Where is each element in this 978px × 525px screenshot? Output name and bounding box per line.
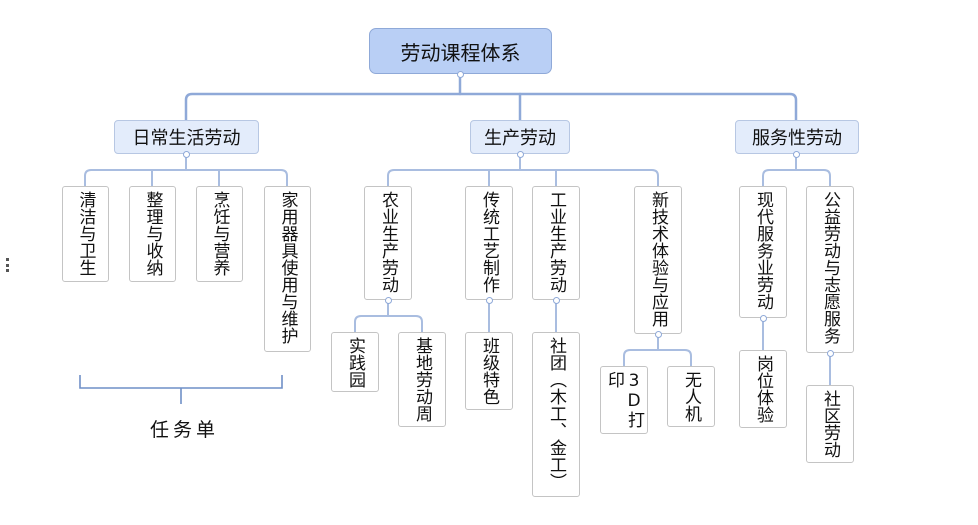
leaf-label: 社团（木工、金工） xyxy=(546,337,566,490)
leaf-label: 基地劳动周 xyxy=(412,337,432,422)
leaf-cooking[interactable]: 烹饪与营养 xyxy=(196,186,243,282)
task-list-label: 任务单 xyxy=(150,419,220,441)
collapse-dot-modern-service[interactable] xyxy=(759,314,767,322)
category-production[interactable]: 生产劳动 xyxy=(470,120,570,154)
category-production-label: 生产劳动 xyxy=(484,128,556,149)
leaf-label: 家用器具使用与维护 xyxy=(277,191,298,344)
collapse-dot-volunteer[interactable] xyxy=(826,349,834,357)
node-craft[interactable]: 传统工艺制作 xyxy=(465,186,513,300)
category-daily[interactable]: 日常生活劳动 xyxy=(114,120,259,154)
collapse-dot-new-tech[interactable] xyxy=(654,330,662,338)
node-volunteer[interactable]: 公益劳动与志愿服务 xyxy=(806,186,854,353)
root-node[interactable]: 劳动课程体系 xyxy=(369,28,552,74)
category-service-label: 服务性劳动 xyxy=(752,128,842,149)
leaf-label: 3D打印 xyxy=(604,371,644,428)
node-label: 农业生产劳动 xyxy=(378,191,398,293)
leaf-appliances[interactable]: 家用器具使用与维护 xyxy=(264,186,311,352)
collapse-dot-craft[interactable] xyxy=(485,296,493,304)
leaf-label: 实践园 xyxy=(345,337,365,388)
leaf-community[interactable]: 社区劳动 xyxy=(806,385,854,463)
collapse-dot-production[interactable] xyxy=(516,150,524,158)
edge-mark xyxy=(6,258,9,272)
leaf-label: 班级特色 xyxy=(479,337,499,405)
leaf-cleaning[interactable]: 清洁与卫生 xyxy=(62,186,109,282)
node-modern-service[interactable]: 现代服务业劳动 xyxy=(739,186,787,318)
leaf-drone[interactable]: 无人机 xyxy=(667,366,715,427)
leaf-base-week[interactable]: 基地劳动周 xyxy=(398,332,446,427)
collapse-dot-root[interactable] xyxy=(456,70,464,78)
collapse-dot-industry[interactable] xyxy=(552,296,560,304)
collapse-dot-agriculture[interactable] xyxy=(384,296,392,304)
node-industry[interactable]: 工业生产劳动 xyxy=(532,186,580,300)
collapse-dot-daily[interactable] xyxy=(182,150,190,158)
leaf-club[interactable]: 社团（木工、金工） xyxy=(532,332,580,497)
node-agriculture[interactable]: 农业生产劳动 xyxy=(364,186,412,300)
node-label: 公益劳动与志愿服务 xyxy=(820,191,840,344)
leaf-3d-printing[interactable]: 3D打印 xyxy=(600,366,648,434)
leaf-label: 社区劳动 xyxy=(820,390,840,458)
leaf-job-experience[interactable]: 岗位体验 xyxy=(739,350,787,428)
leaf-label: 无人机 xyxy=(681,371,701,422)
leaf-label: 烹饪与营养 xyxy=(209,191,230,276)
node-label: 现代服务业劳动 xyxy=(753,191,773,310)
node-label: 传统工艺制作 xyxy=(479,191,499,293)
node-label: 工业生产劳动 xyxy=(546,191,566,293)
leaf-label: 清洁与卫生 xyxy=(75,191,96,276)
leaf-class-feature[interactable]: 班级特色 xyxy=(465,332,513,410)
collapse-dot-service[interactable] xyxy=(792,150,800,158)
leaf-label: 整理与收纳 xyxy=(142,191,163,276)
node-new-tech[interactable]: 新技术体验与应用 xyxy=(634,186,682,334)
task-bracket xyxy=(79,375,283,404)
category-daily-label: 日常生活劳动 xyxy=(132,128,241,149)
node-label: 新技术体验与应用 xyxy=(648,191,668,327)
category-service[interactable]: 服务性劳动 xyxy=(735,120,859,154)
leaf-label: 岗位体验 xyxy=(753,355,773,423)
root-label: 劳动课程体系 xyxy=(400,40,521,65)
leaf-organizing[interactable]: 整理与收纳 xyxy=(129,186,176,282)
leaf-practice-garden[interactable]: 实践园 xyxy=(331,332,379,392)
